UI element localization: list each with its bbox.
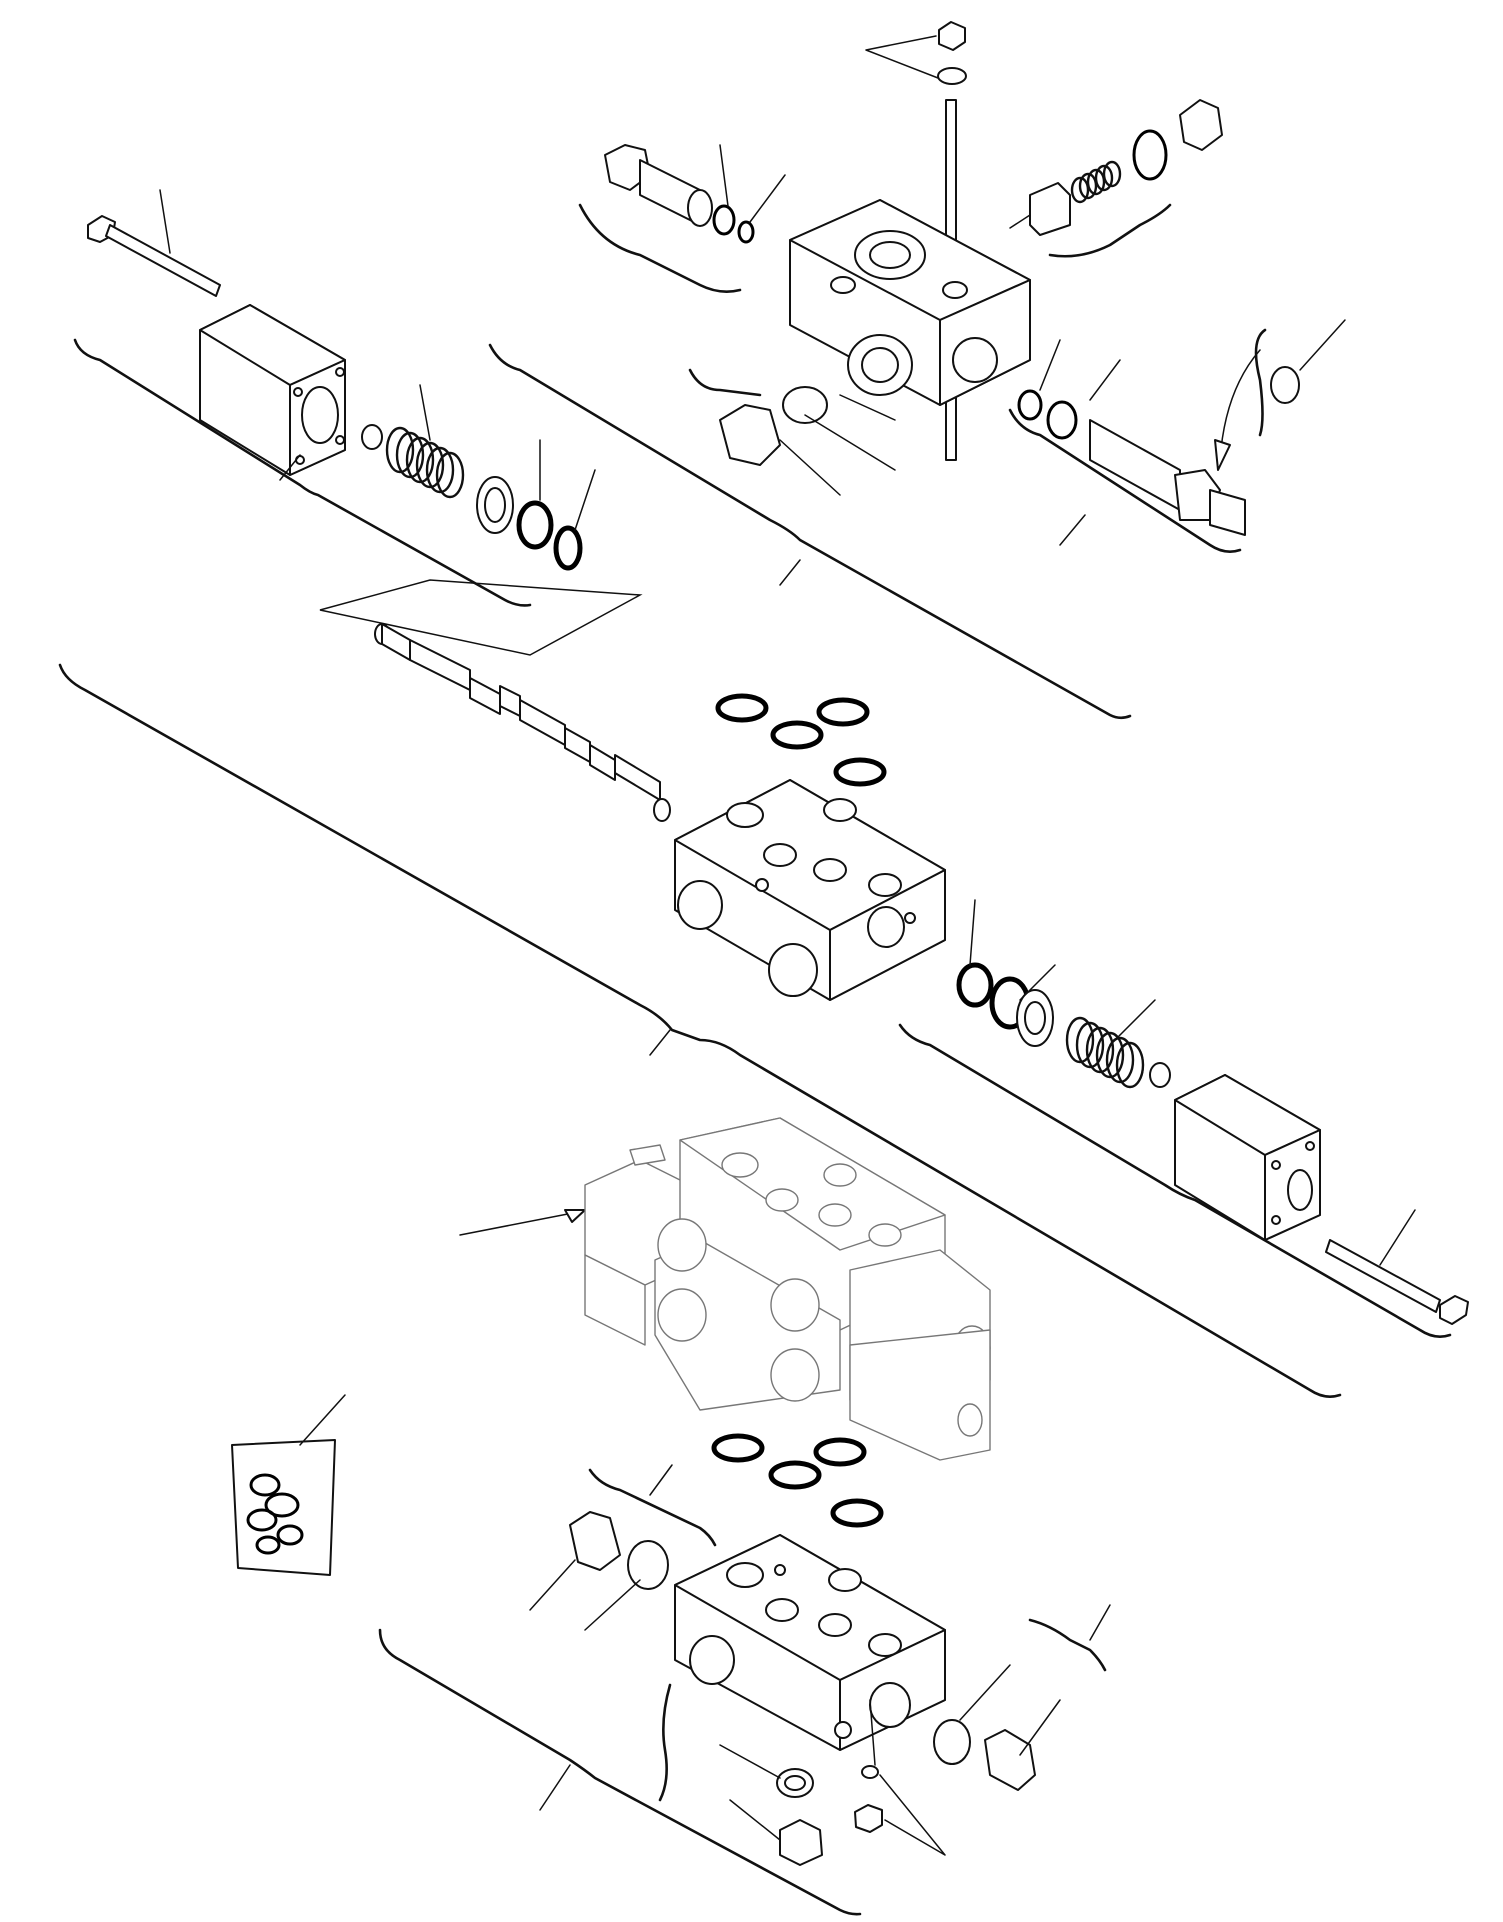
top-nut bbox=[938, 21, 966, 51]
bottom-right-washer bbox=[933, 1719, 971, 1765]
left-end-cap bbox=[199, 304, 346, 476]
mid-oring-2 bbox=[816, 697, 870, 727]
left-cap-washer bbox=[361, 424, 383, 450]
bottom-right-plug bbox=[984, 1729, 1036, 1791]
upper-right-spring bbox=[1070, 160, 1122, 204]
bottom-section-body bbox=[674, 1534, 946, 1751]
mid-oring-1 bbox=[715, 693, 769, 723]
spool-group bbox=[319, 579, 671, 822]
bottom-center-plug bbox=[779, 1819, 823, 1866]
upper-right-check-group bbox=[1009, 99, 1223, 236]
mid-right-washer bbox=[1149, 1062, 1171, 1088]
head-body bbox=[789, 199, 1031, 406]
assembled-valve bbox=[584, 1117, 991, 1461]
detached-washer bbox=[1270, 366, 1300, 404]
bottom-left-plug-washer bbox=[627, 1540, 669, 1590]
upper-left-oring-2 bbox=[737, 220, 755, 244]
left-long-bolt bbox=[87, 189, 221, 297]
top-washer bbox=[937, 67, 967, 85]
left-cap-oring-1 bbox=[516, 500, 554, 550]
bottom-small-washer bbox=[861, 1765, 879, 1779]
right-end-cap bbox=[1174, 1074, 1321, 1241]
assembled-valve-reference bbox=[459, 1117, 991, 1461]
middle-section-group bbox=[58, 663, 1469, 1398]
mid-oring-3 bbox=[770, 720, 824, 750]
left-end-cap-group bbox=[73, 189, 596, 607]
bottom-oring-1 bbox=[711, 1433, 765, 1463]
middle-section-body bbox=[674, 779, 946, 1001]
left-cap-oring-2 bbox=[553, 525, 583, 571]
left-cap-spring bbox=[385, 384, 465, 499]
mid-oring-4 bbox=[833, 757, 887, 787]
mid-right-oring-1 bbox=[956, 962, 994, 1008]
bottom-oring-3 bbox=[768, 1460, 822, 1490]
head-section-group bbox=[488, 21, 1346, 720]
bottom-left-plug bbox=[569, 1511, 621, 1571]
bottom-oring-4 bbox=[830, 1498, 884, 1528]
upper-left-relief-plug bbox=[604, 144, 713, 227]
mid-right-spring bbox=[1065, 1016, 1145, 1089]
lower-right-relief-valve bbox=[1017, 339, 1246, 536]
seal-kit-bag bbox=[231, 1394, 346, 1576]
upper-left-oring-1 bbox=[712, 204, 736, 236]
bottom-section-group bbox=[378, 1433, 1111, 1916]
bottom-small-nut bbox=[854, 1804, 883, 1833]
bottom-oring-2 bbox=[813, 1437, 867, 1467]
spool bbox=[374, 623, 671, 822]
lower-left-plug bbox=[719, 404, 781, 466]
right-long-bolt bbox=[1325, 1209, 1469, 1325]
lower-left-plug-washer bbox=[782, 386, 828, 424]
